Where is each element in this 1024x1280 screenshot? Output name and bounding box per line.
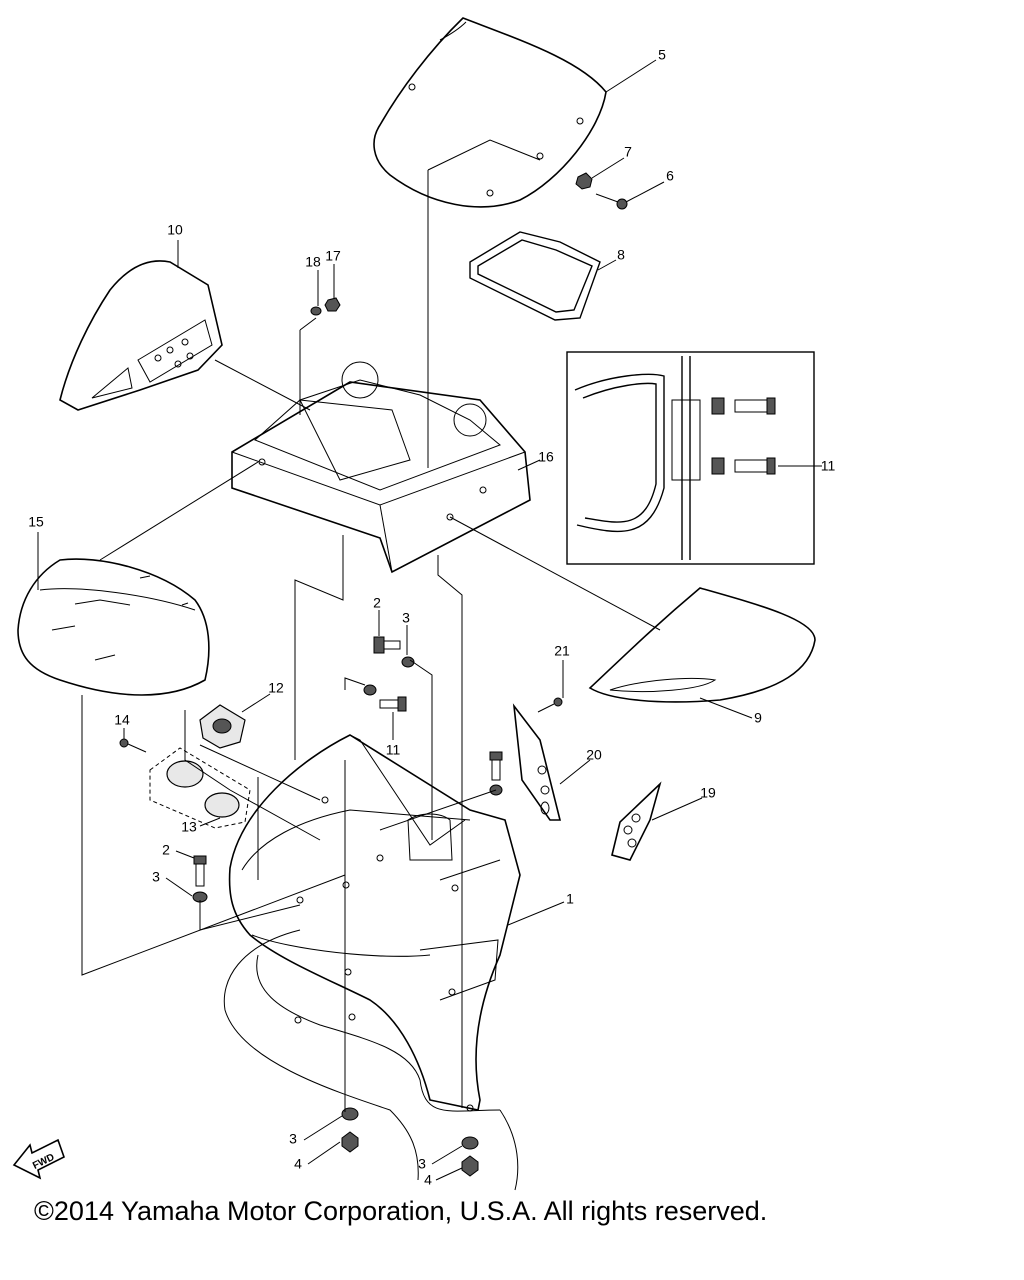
leader-lines bbox=[37, 59, 822, 1181]
callout-9: 9 bbox=[754, 710, 762, 726]
callout-14: 14 bbox=[114, 712, 130, 728]
part-11-bolt bbox=[379, 696, 407, 712]
callout-7: 7 bbox=[624, 144, 632, 160]
callout-3: 3 bbox=[289, 1131, 297, 1147]
part-20-plate bbox=[512, 703, 562, 821]
part-3-washer bbox=[461, 1136, 479, 1150]
part-14-screw bbox=[119, 738, 147, 753]
part-18-washer bbox=[310, 306, 322, 316]
callout-3: 3 bbox=[152, 869, 160, 885]
part-3-washer bbox=[341, 1107, 359, 1121]
part-16-frame bbox=[231, 361, 531, 574]
part-11-bolt bbox=[711, 397, 776, 415]
part-10-side-panel bbox=[59, 260, 223, 411]
part-21-screw bbox=[537, 697, 563, 713]
callout-21: 21 bbox=[554, 643, 570, 659]
part-5-visor bbox=[373, 17, 607, 208]
callout-2: 2 bbox=[373, 595, 381, 611]
part-8-seal bbox=[469, 231, 601, 321]
part-4-nut bbox=[461, 1155, 479, 1177]
callout-17: 17 bbox=[325, 248, 341, 264]
part-11-bolt bbox=[711, 457, 776, 475]
fwd-arrow-icon: FWD bbox=[12, 1138, 65, 1180]
callout-15: 15 bbox=[28, 514, 44, 530]
part-7-nut bbox=[575, 172, 593, 190]
callout-4: 4 bbox=[424, 1172, 432, 1188]
detail-inset-box bbox=[566, 351, 815, 565]
part-13-plates bbox=[149, 747, 251, 829]
copyright-notice: ©2014 Yamaha Motor Corporation, U.S.A. A… bbox=[34, 1196, 768, 1226]
callout-11: 11 bbox=[821, 458, 836, 474]
callout-5: 5 bbox=[658, 47, 666, 63]
callout-4: 4 bbox=[294, 1156, 302, 1172]
assembly-lines bbox=[81, 139, 661, 1112]
callout-19: 19 bbox=[700, 785, 716, 801]
part-9-side-panel bbox=[588, 587, 816, 703]
callout-16: 16 bbox=[538, 449, 554, 465]
callout-3: 3 bbox=[402, 610, 410, 626]
callout-3: 3 bbox=[418, 1156, 426, 1172]
callout-11: 11 bbox=[386, 742, 401, 758]
callout-12: 12 bbox=[268, 680, 284, 696]
callout-1: 1 bbox=[566, 891, 574, 907]
part-1-body bbox=[228, 734, 521, 1112]
part-3-washer bbox=[363, 684, 377, 696]
hull-outline bbox=[223, 929, 519, 1191]
callout-10: 10 bbox=[167, 222, 183, 238]
part-15-cowl bbox=[17, 558, 210, 696]
part-12-grommet bbox=[199, 704, 246, 749]
part-2-bolt bbox=[193, 855, 207, 887]
callout-20: 20 bbox=[586, 747, 602, 763]
part-6-screw bbox=[595, 193, 628, 210]
callout-18: 18 bbox=[305, 254, 321, 270]
part-17-nut bbox=[324, 297, 341, 312]
callout-6: 6 bbox=[666, 168, 674, 184]
part-4-nut bbox=[341, 1131, 359, 1153]
callout-8: 8 bbox=[617, 247, 625, 263]
part-2-bolt bbox=[373, 636, 401, 654]
callout-2: 2 bbox=[162, 842, 170, 858]
part-19-plate bbox=[611, 781, 662, 861]
part-2-bolt bbox=[489, 751, 503, 781]
part-3-washer bbox=[401, 656, 415, 668]
callout-13: 13 bbox=[181, 819, 197, 835]
